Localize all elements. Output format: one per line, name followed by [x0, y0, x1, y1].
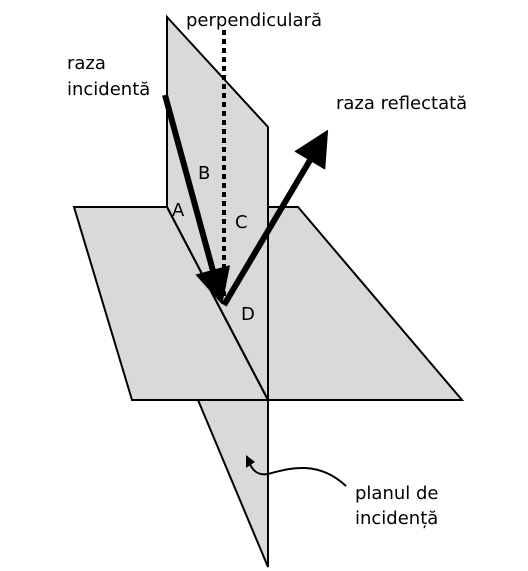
perpendicular-label: perpendiculară	[186, 10, 322, 31]
incident-ray-label-line2: incidentă	[67, 79, 150, 100]
point-b-label: B	[198, 163, 210, 184]
incidence-plane-label-line2: incidență	[355, 508, 438, 529]
reflected-ray-label: raza reflectată	[336, 93, 467, 114]
plane-pointer-arrow	[248, 461, 347, 487]
plane-pointer-arrowhead	[246, 455, 255, 468]
point-c-label: C	[235, 212, 248, 233]
reflected-ray	[221, 129, 329, 307]
incidence-plane-lower	[196, 399, 269, 568]
incident-ray-label-line1: raza	[67, 53, 106, 74]
incidence-plane-label-line1: planul de	[355, 483, 439, 504]
point-a-label: A	[172, 200, 185, 221]
incident-ray	[162, 94, 231, 305]
point-d-label: D	[241, 304, 255, 325]
